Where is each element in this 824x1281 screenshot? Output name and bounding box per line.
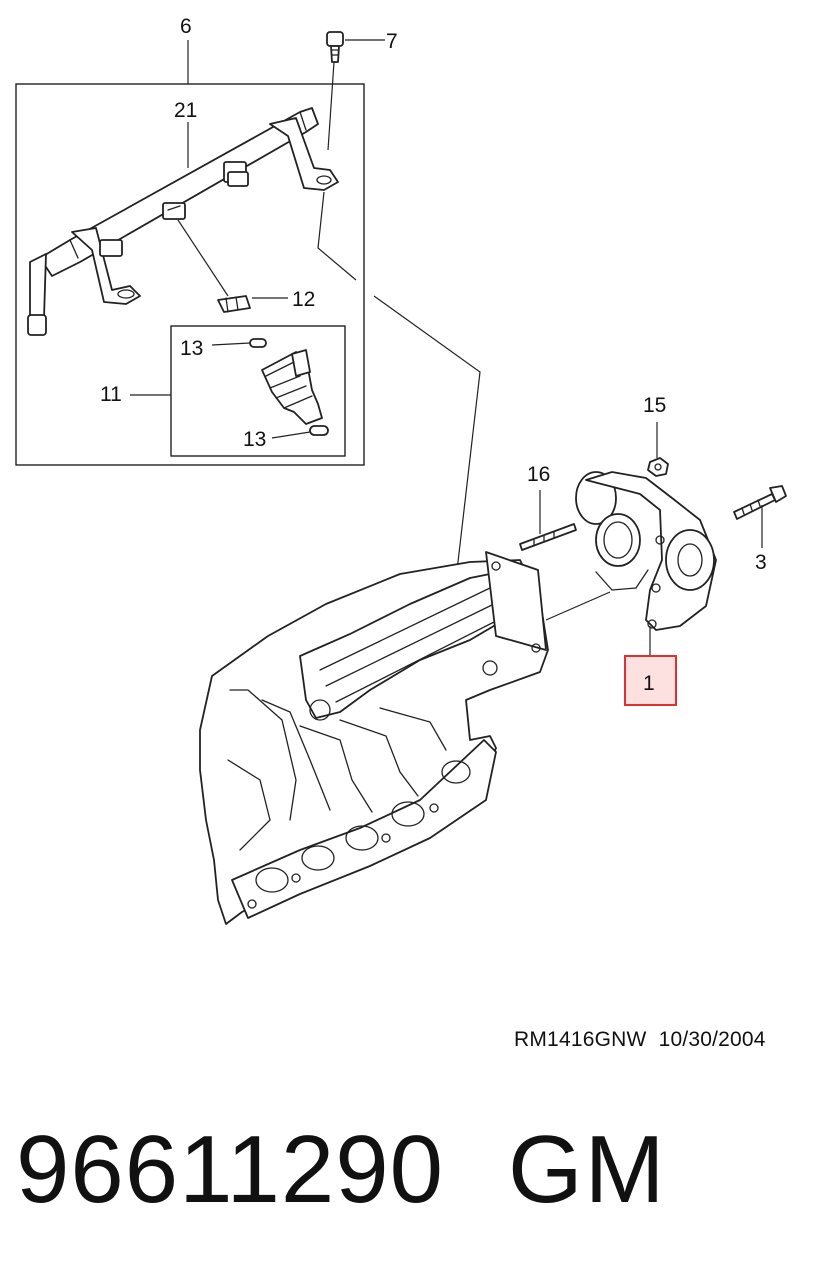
- o-ring-lower: [309, 425, 329, 436]
- callout-13b: 13: [243, 428, 266, 451]
- fuel-rail-bolt: [326, 31, 344, 63]
- fuel-rail: [27, 107, 339, 336]
- part-number: 96611290: [16, 1116, 444, 1223]
- injector-assembly-frame: [170, 325, 346, 457]
- o-ring-upper: [249, 338, 267, 348]
- callout-3: 3: [755, 551, 767, 574]
- fuel-injector: [261, 349, 323, 425]
- throttle-body: [575, 471, 717, 631]
- highlighted-part-box: [624, 655, 677, 706]
- injector-clip: [217, 295, 251, 313]
- callout-7: 7: [386, 30, 398, 53]
- callout-21: 21: [174, 99, 197, 122]
- throttle-bolt: [733, 485, 787, 520]
- brand-name: GM: [508, 1116, 667, 1223]
- stud: [519, 523, 577, 551]
- callout-12: 12: [292, 288, 315, 311]
- callout-1: 1: [643, 672, 655, 695]
- callout-13a: 13: [180, 337, 203, 360]
- callout-11: 11: [100, 383, 122, 406]
- callout-16: 16: [527, 463, 550, 486]
- fuel-rail-assembly-frame: [15, 83, 365, 466]
- nut: [647, 457, 669, 477]
- drawing-reference: RM1416GNW 10/30/2004: [514, 1028, 766, 1051]
- callout-6: 6: [180, 15, 192, 38]
- callout-15: 15: [643, 394, 666, 417]
- leader-13a: [211, 342, 251, 346]
- leader-13b: [271, 431, 311, 439]
- leader-clip-12: [177, 219, 229, 297]
- intake-manifold: [199, 551, 549, 925]
- leader-flange-throttle: [545, 591, 611, 621]
